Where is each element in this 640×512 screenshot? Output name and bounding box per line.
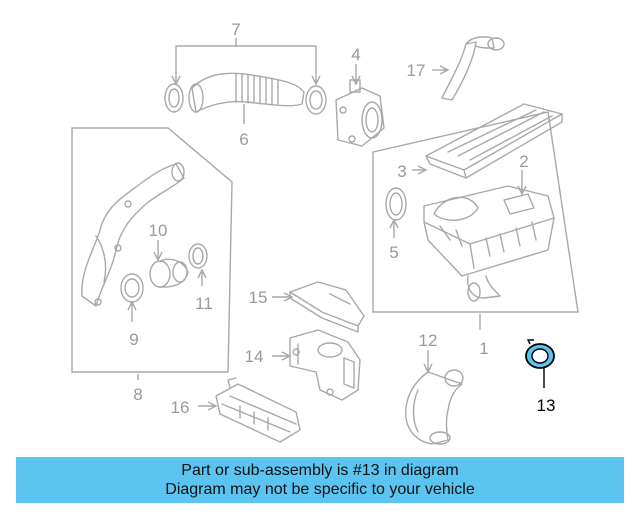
clamp-13-highlighted[interactable]	[525, 339, 555, 369]
group-box-left	[71, 127, 233, 373]
callout-4: 4	[351, 45, 360, 64]
parts-diagram: 7 4 17 6 3 2 10 5 15 11 9 12 1 14 8 13 1…	[71, 20, 579, 445]
air-guide-16	[215, 377, 301, 443]
info-banner: Part or sub-assembly is #13 in diagram D…	[16, 457, 624, 503]
duct-14	[289, 329, 361, 401]
callout-16: 16	[171, 398, 190, 417]
breather-tube-17	[441, 36, 505, 101]
callout-8: 8	[133, 385, 142, 404]
callout-2: 2	[519, 152, 528, 171]
banner-line-disclaimer: Diagram may not be specific to your vehi…	[165, 481, 475, 498]
callout-15: 15	[249, 288, 268, 307]
group-box-right	[372, 111, 579, 313]
callout-11: 11	[195, 294, 213, 313]
seal-5	[385, 187, 407, 221]
intake-hose-6	[164, 72, 327, 115]
air-cleaner-housing-2	[423, 185, 555, 302]
duct-cover-15	[289, 281, 365, 333]
bracket-7	[175, 45, 317, 82]
callout-13[interactable]: 13	[537, 396, 556, 415]
callout-17: 17	[407, 61, 426, 80]
clamp-11	[188, 243, 208, 269]
maf-sensor-4	[335, 79, 385, 147]
air-filter-3	[425, 103, 563, 179]
banner-line-part: Part or sub-assembly is #13 in diagram	[181, 462, 459, 479]
callout-5: 5	[389, 243, 398, 262]
resonator-hose	[81, 162, 185, 307]
callout-9: 9	[129, 330, 138, 349]
callout-3: 3	[397, 162, 406, 181]
coupler-10	[149, 258, 189, 288]
callout-1: 1	[479, 339, 488, 358]
callout-6: 6	[239, 130, 248, 149]
callout-10: 10	[149, 221, 168, 240]
callout-7: 7	[231, 20, 240, 39]
callout-12: 12	[419, 331, 438, 350]
clamp-9	[120, 273, 144, 303]
intake-tube-12	[405, 369, 464, 445]
callout-14: 14	[245, 347, 264, 366]
